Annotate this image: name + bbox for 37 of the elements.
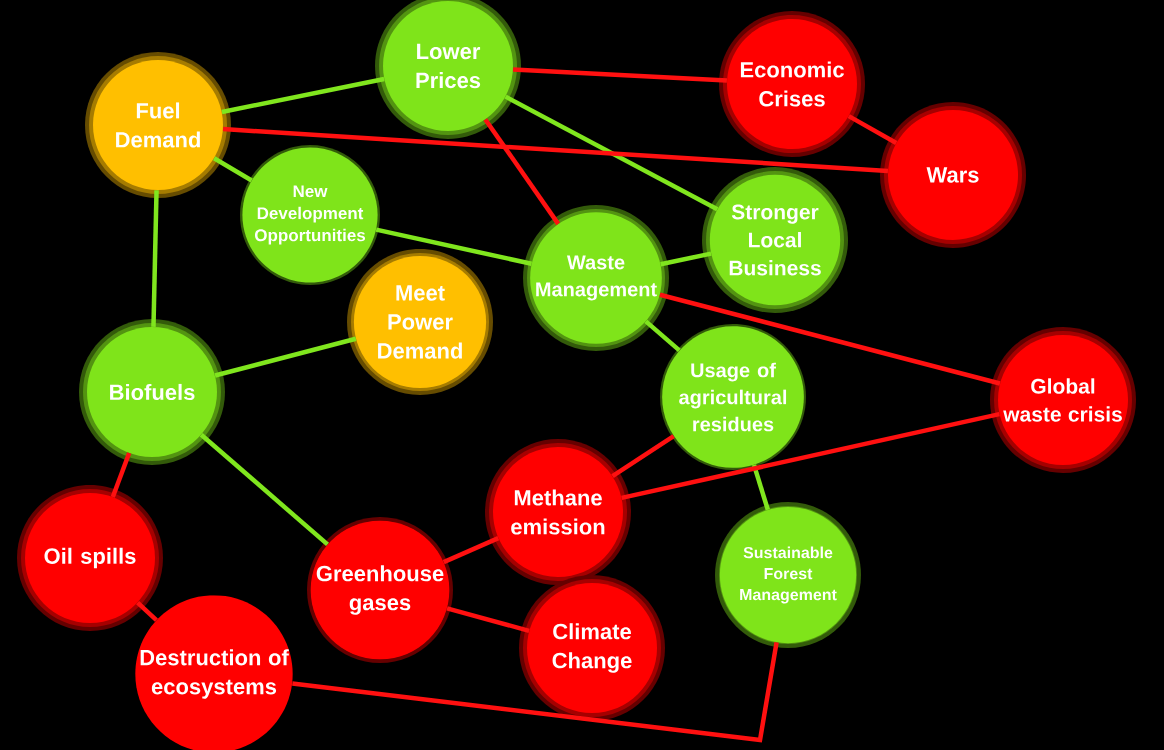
connector-line <box>483 118 561 226</box>
connector-line <box>847 114 898 145</box>
connector-line <box>659 292 1001 386</box>
circle-node: Biofuels <box>79 319 225 465</box>
connector-line <box>751 464 770 511</box>
connector-line <box>212 156 253 183</box>
connector-line <box>446 606 530 633</box>
connector-line <box>621 411 1000 501</box>
circle-node: Fuel Demand <box>85 52 231 198</box>
circle-node: New Development Opportunities <box>240 145 380 285</box>
circle-node: Waste Management <box>523 205 669 351</box>
connector-line <box>136 600 158 622</box>
circle-node: Oil spills <box>17 485 163 631</box>
connector-line <box>611 434 675 479</box>
connector-line <box>110 452 132 498</box>
circle-node: Economic Crises <box>719 11 865 157</box>
circle-node: Greenhouse gases <box>307 517 453 663</box>
circle-node: Sustainable Forest Management <box>715 502 861 648</box>
circle-node: Usage of agricultural residues <box>660 324 806 470</box>
connector-line <box>151 190 159 327</box>
connector-line <box>660 251 712 267</box>
connector-line <box>222 126 889 174</box>
connector-line <box>513 67 728 83</box>
circle-node: Methane emission <box>485 439 631 585</box>
circle-node: Global waste crisis <box>990 327 1136 473</box>
circle-node: Stronger Local Business <box>702 167 848 313</box>
connector-line <box>214 336 357 378</box>
connector-line <box>644 319 681 353</box>
circle-node: Climate Change <box>519 575 665 721</box>
circle-node: Meet Power Demand <box>347 249 493 395</box>
connector-line <box>504 94 719 212</box>
circle-node: Wars <box>880 102 1026 248</box>
connector-line <box>442 536 500 565</box>
connector-line <box>221 76 385 115</box>
connector-line <box>375 227 532 266</box>
connector-line <box>199 433 329 547</box>
connector-line <box>292 642 779 743</box>
